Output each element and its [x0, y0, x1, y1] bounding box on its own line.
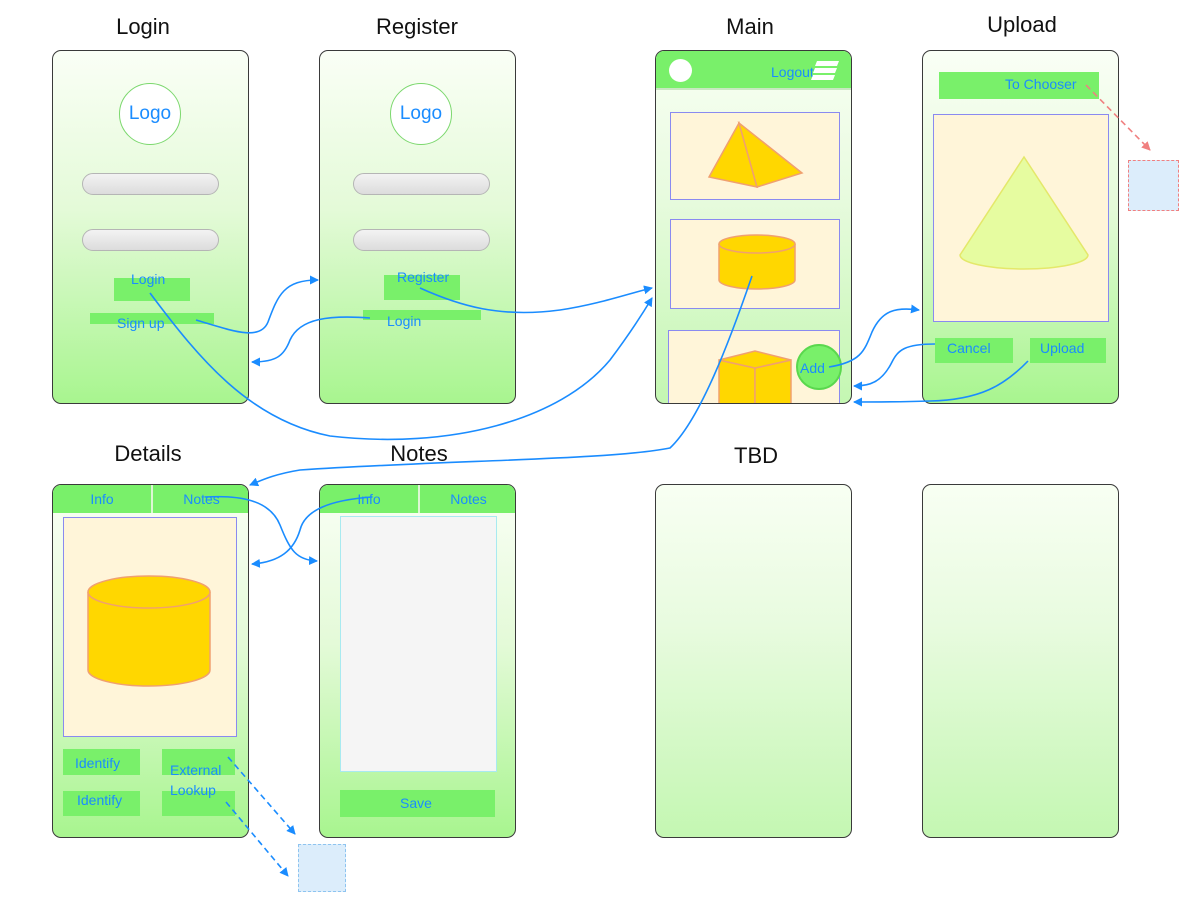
login-screen: Logo Login Sign up — [52, 50, 249, 404]
title-details: Details — [114, 441, 182, 466]
main-screen: Logout Add — [655, 50, 852, 404]
arrow-add-to-upload — [828, 304, 920, 368]
title-upload: Upload — [987, 12, 1057, 37]
logout-link[interactable]: Logout — [771, 64, 814, 80]
arrow-external-lookup-2 — [225, 801, 289, 877]
register-button[interactable] — [384, 275, 460, 300]
identify-button-2[interactable] — [63, 791, 140, 816]
arrow-info-tab-to-details — [251, 496, 373, 568]
title-login: Login — [116, 14, 170, 39]
title-main: Main — [726, 14, 774, 39]
cube-icon — [718, 350, 792, 403]
arrow-item-to-details — [249, 275, 753, 487]
details-screen: Info Notes Identify Identify External Lo… — [52, 484, 249, 838]
avatar[interactable] — [669, 59, 692, 82]
chooser-placeholder — [1128, 160, 1179, 211]
upload-button[interactable] — [1030, 338, 1106, 363]
to-chooser-label: To Chooser — [1005, 76, 1077, 92]
password-field[interactable] — [82, 229, 219, 251]
notes-screen: Info Notes Save — [319, 484, 516, 838]
register-password-field[interactable] — [353, 229, 490, 251]
signup-bar[interactable] — [90, 313, 214, 324]
upload-label: Upload — [1040, 340, 1085, 356]
cancel-button[interactable] — [935, 338, 1013, 363]
arrow-login-to-login — [251, 316, 371, 367]
notes-tab-notes[interactable]: Notes — [418, 485, 515, 513]
register-username-field[interactable] — [353, 173, 490, 195]
save-label: Save — [400, 795, 432, 811]
cone-icon — [959, 155, 1089, 270]
details-tab-bar: Info Notes — [53, 485, 248, 513]
signup-link[interactable]: Sign up — [117, 315, 165, 331]
details-tab-info[interactable]: Info — [90, 491, 114, 507]
arrow-cancel-to-main — [853, 343, 936, 391]
register-screen: Logo Register Login — [319, 50, 516, 404]
external-label: External — [170, 762, 222, 778]
arrow-to-chooser — [1085, 84, 1151, 151]
title-tbd: TBD — [734, 443, 778, 468]
title-register: Register — [376, 14, 458, 39]
login-link-bar[interactable] — [363, 310, 481, 320]
upload-screen: To Chooser Cancel Upload — [922, 50, 1119, 404]
identify-label-2: Identify — [77, 792, 123, 808]
arrow-upload-to-main — [853, 360, 1029, 407]
external-placeholder — [298, 844, 346, 892]
item-card-pyramid[interactable] — [670, 112, 840, 200]
details-tab-notes[interactable]: Notes — [151, 485, 248, 513]
login-button-label: Login — [131, 271, 166, 287]
tbd-screen-1 — [655, 484, 852, 838]
arrow-signup-to-register — [195, 275, 319, 334]
login-logo: Logo — [119, 83, 181, 145]
add-button[interactable] — [796, 344, 842, 390]
login-link[interactable]: Login — [387, 313, 422, 329]
cylinder-icon — [718, 234, 796, 290]
register-button-label: Register — [397, 269, 450, 285]
header-divider — [656, 88, 851, 90]
notes-tab-info[interactable]: Info — [357, 491, 381, 507]
notes-textarea[interactable] — [340, 516, 497, 772]
pyramid-icon — [707, 120, 804, 188]
details-preview — [63, 517, 237, 737]
arrow-register-to-main — [419, 285, 653, 314]
menu-icon[interactable] — [808, 59, 840, 83]
identify-label-1: Identify — [75, 755, 121, 771]
cancel-label: Cancel — [947, 340, 991, 356]
arrow-login-to-main — [149, 292, 653, 441]
lookup-label: Lookup — [170, 782, 216, 798]
tbd-screen-2 — [922, 484, 1119, 838]
item-card-cylinder[interactable] — [670, 219, 840, 309]
username-field[interactable] — [82, 173, 219, 195]
add-button-label: Add — [800, 360, 825, 376]
save-button[interactable] — [340, 790, 495, 817]
arrow-external-lookup-1 — [227, 756, 296, 835]
cylinder-large-icon — [87, 575, 211, 687]
login-button[interactable] — [114, 278, 190, 301]
arrow-notes-tab-to-notes — [204, 495, 318, 566]
register-logo: Logo — [390, 83, 452, 145]
external-lookup-button-2[interactable] — [162, 791, 235, 816]
identify-button-1[interactable] — [63, 749, 140, 775]
to-chooser-button[interactable] — [939, 72, 1099, 99]
title-notes: Notes — [390, 441, 448, 466]
external-lookup-button-1[interactable] — [162, 749, 235, 775]
upload-preview — [933, 114, 1109, 322]
